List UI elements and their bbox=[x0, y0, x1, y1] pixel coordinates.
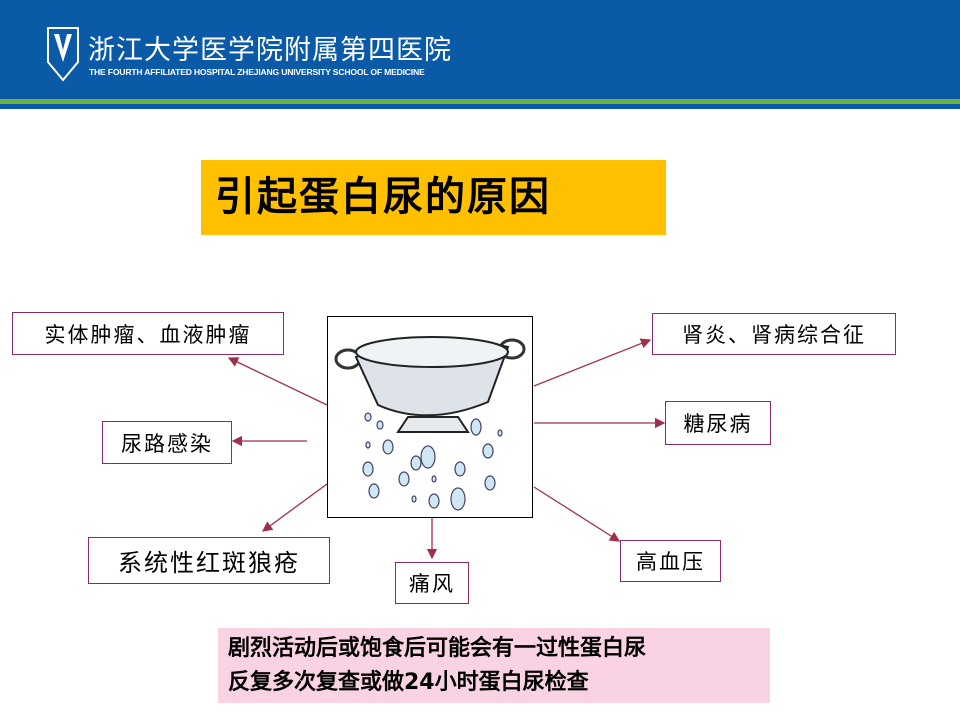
arrow-tumor bbox=[227, 357, 328, 406]
cause-sle: 系统性红斑狼疮 bbox=[88, 537, 330, 584]
slide-title: 引起蛋白尿的原因 bbox=[201, 160, 666, 235]
cause-gout: 痛风 bbox=[395, 562, 469, 604]
arrow-nephritis bbox=[533, 338, 652, 387]
note-line-1: 剧烈活动后或饱食后可能会有一过性蛋白尿 bbox=[228, 636, 647, 661]
arrow-hypertension bbox=[533, 486, 621, 542]
cause-nephritis: 肾炎、肾病综合征 bbox=[652, 313, 896, 355]
arrow-sle bbox=[261, 483, 328, 532]
note-box: 剧烈活动后或饱食后可能会有一过性蛋白尿 反复多次复查或做24小时蛋白尿检查 bbox=[218, 628, 770, 703]
colander-image bbox=[327, 316, 533, 518]
hospital-name-cn: 浙江大学医学院附属第四医院 bbox=[88, 35, 452, 66]
hospital-logo-icon bbox=[47, 27, 79, 82]
cause-hypertension: 高血压 bbox=[620, 540, 721, 582]
header-banner bbox=[0, 0, 960, 100]
note-line-2: 反复多次复查或做24小时蛋白尿检查 bbox=[228, 670, 589, 695]
hospital-name-en: THE FOURTH AFFILIATED HOSPITAL ZHEJIANG … bbox=[89, 67, 425, 77]
cause-diabetes: 糖尿病 bbox=[665, 401, 771, 445]
header-blue-stripe bbox=[0, 104, 960, 109]
header-green-stripe bbox=[0, 99, 960, 104]
cause-uti: 尿路感染 bbox=[102, 421, 232, 464]
cause-tumor: 实体肿瘤、血液肿瘤 bbox=[12, 312, 284, 355]
